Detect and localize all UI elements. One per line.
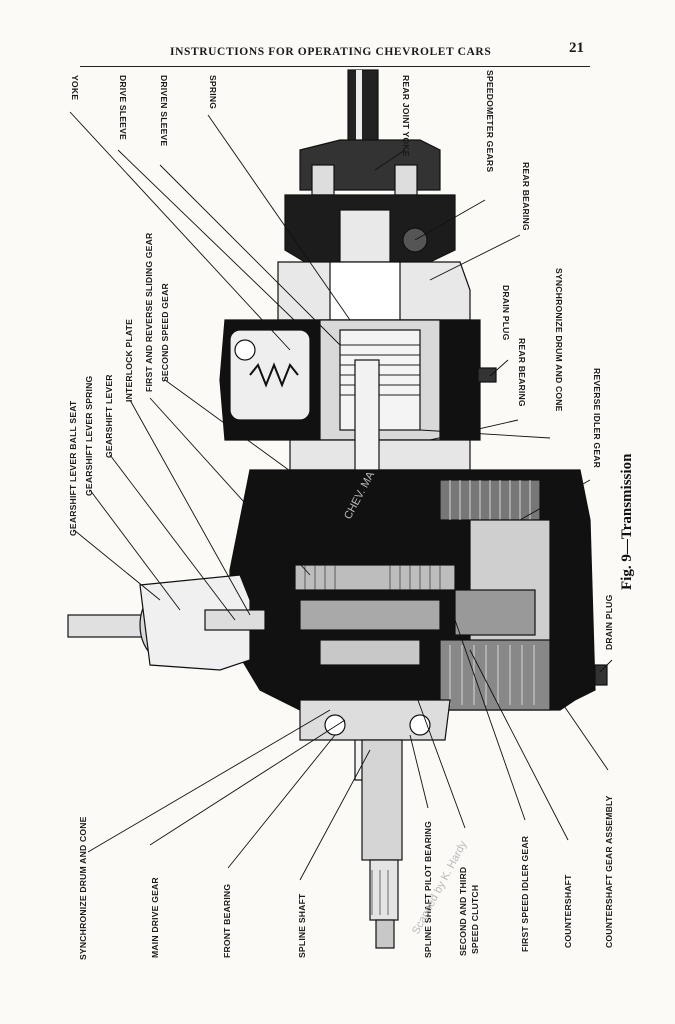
label-rear-bearing-upper: REAR BEARING bbox=[521, 162, 531, 231]
label-drive-sleeve: DRIVE SLEEVE bbox=[118, 75, 128, 140]
label-front-bearing: FRONT BEARING bbox=[222, 884, 232, 958]
figure-caption: Fig. 9—Transmission bbox=[619, 453, 635, 590]
label-rear-joint-yoke: REAR JOINT YOKE bbox=[401, 75, 411, 157]
label-spline-shaft-pilot-bearing: SPLINE SHAFT PILOT BEARING bbox=[423, 821, 433, 958]
label-speedometer-gears: SPEEDOMETER GEARS bbox=[485, 70, 495, 172]
label-gearshift-lever-ball-seat: GEARSHIFT LEVER BALL SEAT bbox=[68, 400, 78, 536]
label-gearshift-lever-spring: GEARSHIFT LEVER SPRING bbox=[84, 375, 94, 496]
page-number: 21 bbox=[569, 40, 584, 56]
label-second-speed-gear: SECOND SPEED GEAR bbox=[160, 283, 170, 382]
label-drain-plug-lower: DRAIN PLUG bbox=[604, 594, 614, 650]
label-reverse-idler-gear: REVERSE IDLER GEAR bbox=[592, 368, 602, 469]
label-interlock-plate: INTERLOCK PLATE bbox=[124, 319, 134, 402]
leader-lines bbox=[69, 111, 613, 881]
label-driven-sleeve: DRIVEN SLEEVE bbox=[159, 75, 169, 146]
label-spline-shaft: SPLINE SHAFT bbox=[297, 893, 307, 958]
label-countershaft: COUNTERSHAFT bbox=[563, 874, 573, 948]
label-main-drive-gear: MAIN DRIVE GEAR bbox=[150, 877, 160, 958]
label-yoke: YOKE bbox=[70, 75, 80, 100]
page-header: INSTRUCTIONS FOR OPERATING CHEVROLET CAR… bbox=[80, 38, 590, 67]
label-rear-bearing-lower: REAR BEARING bbox=[517, 338, 527, 407]
label-synchronize-drum-and-cone-lower: SYNCHRONIZE DRUM AND CONE bbox=[78, 816, 88, 960]
label-synchronize-drum-and-cone-upper: SYNCHRONIZE DRUM AND CONE bbox=[554, 268, 564, 412]
label-speed-clutch: SPEED CLUTCH bbox=[470, 885, 480, 954]
label-gearshift-lever: GEARSHIFT LEVER bbox=[104, 374, 114, 458]
label-first-speed-idler-gear: FIRST SPEED IDLER GEAR bbox=[520, 835, 530, 952]
label-spring: SPRING bbox=[208, 75, 218, 109]
running-title: INSTRUCTIONS FOR OPERATING CHEVROLET CAR… bbox=[170, 46, 492, 58]
label-first-and-reverse-sliding-gear: FIRST AND REVERSE SLIDING GEAR bbox=[144, 232, 154, 392]
label-second-and-third: SECOND AND THIRD bbox=[458, 867, 468, 956]
label-countershaft-gear-assembly: COUNTERSHAFT GEAR ASSEMBLY bbox=[604, 795, 614, 948]
label-drain-plug-upper: DRAIN PLUG bbox=[501, 285, 511, 341]
transmission-illustration bbox=[67, 69, 608, 949]
